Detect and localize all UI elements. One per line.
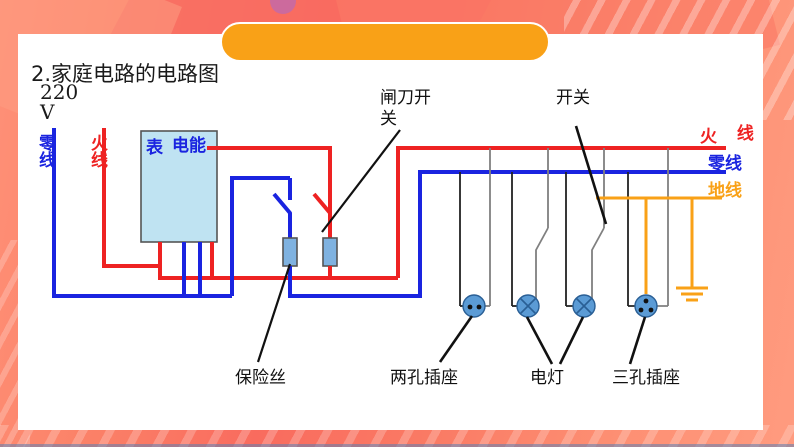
decor-bottom-band xyxy=(0,425,794,447)
header-pill-banner xyxy=(220,22,550,62)
label-live-char-1: 火 xyxy=(700,127,717,147)
supply-voltage-label: 220 V xyxy=(40,82,78,122)
fuse-neutral xyxy=(282,237,298,267)
branch-lamp-1 xyxy=(511,148,549,307)
label-neutral-wire-left: 零线 xyxy=(35,134,55,168)
switch-lamp2-blade xyxy=(591,227,605,306)
component-three-hole-socket[interactable] xyxy=(634,294,658,318)
leader-switch xyxy=(574,125,608,225)
wire-neutral-after-fuse xyxy=(288,266,398,298)
earth-symbol xyxy=(676,286,708,302)
voltage-value: 220 xyxy=(40,80,79,104)
switch-lamp1-blade xyxy=(535,227,549,306)
label-live-char-2: 线 xyxy=(736,124,754,144)
energy-meter-box xyxy=(140,130,218,243)
wire-live-main-bus xyxy=(396,146,712,278)
page-title: 2.家庭电路的电路图 xyxy=(31,62,220,86)
voltage-unit: V xyxy=(40,100,55,124)
wire-live-after-fuse xyxy=(328,266,398,280)
decor-dot xyxy=(270,0,296,14)
component-lamp-1[interactable] xyxy=(516,294,540,318)
leader-lamp-2 xyxy=(558,316,585,365)
leader-lamp-1 xyxy=(525,316,554,365)
component-two-hole-socket[interactable] xyxy=(462,294,486,318)
callout-two-hole-socket: 两孔插座 xyxy=(390,368,458,388)
wire-neutral-riser-to-switch xyxy=(230,176,290,296)
label-live-wire-left: 火线 xyxy=(87,134,107,168)
leader-knife-switch xyxy=(321,129,401,233)
label-live-wire-right: 火 线 xyxy=(700,125,754,147)
decor-bottom-rule xyxy=(0,444,794,447)
knife-switch-blade-neutral xyxy=(272,192,292,240)
callout-three-hole-socket: 三孔插座 xyxy=(612,368,680,388)
callout-switch: 开关 xyxy=(556,88,590,108)
label-neutral-wire-right: 零线 xyxy=(708,154,742,174)
leader-two-hole-socket xyxy=(438,315,474,363)
meter-label-char-biao: 表 xyxy=(146,138,163,158)
fuse-live xyxy=(322,237,338,267)
meter-label-chars-diannneng: 电能 xyxy=(172,136,206,156)
leader-three-hole-socket xyxy=(628,316,647,365)
wire-live-riser xyxy=(270,146,332,278)
component-lamp-2[interactable] xyxy=(572,294,596,318)
wire-neutral-supply xyxy=(52,128,208,298)
callout-knife-switch: 闸刀开关 xyxy=(380,88,431,129)
callout-fuse: 保险丝 xyxy=(235,368,286,388)
leader-fuse xyxy=(256,263,292,363)
wire-neutral-main-bus xyxy=(398,170,712,298)
label-ground-wire-right: 地线 xyxy=(708,181,742,201)
callout-lamp: 电灯 xyxy=(530,368,564,388)
knife-switch-blade-live xyxy=(312,192,332,240)
